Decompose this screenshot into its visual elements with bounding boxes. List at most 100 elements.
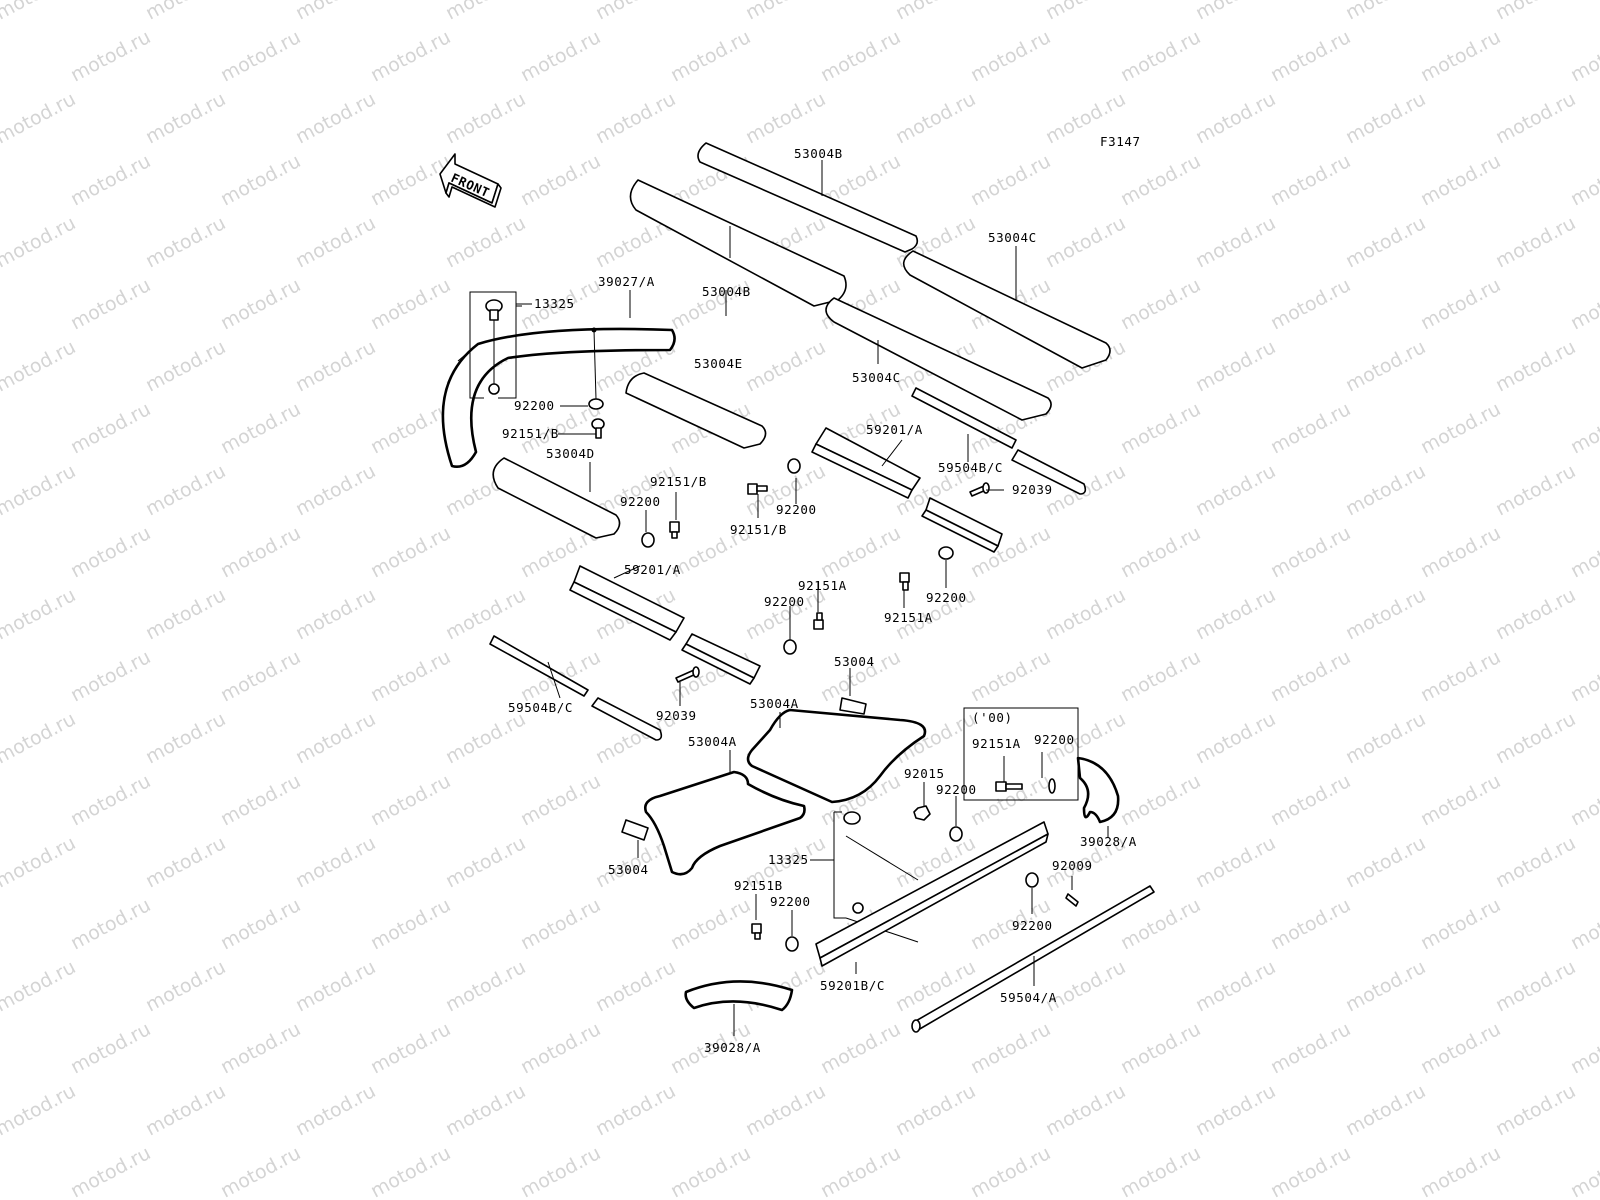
- watermark-text: motod.ru: [0, 88, 79, 148]
- watermark-text: motod.ru: [1417, 398, 1504, 458]
- label-92039-right: 92039: [1012, 482, 1053, 497]
- watermark-text: motod.ru: [1117, 274, 1204, 334]
- watermark-text: motod.ru: [67, 522, 154, 582]
- pad-53004-upper: [839, 697, 867, 715]
- bumper-39027a: [441, 327, 676, 468]
- watermark-text: motod.ru: [217, 1142, 304, 1200]
- label-59504bc-right: 59504B/C: [938, 460, 1003, 475]
- watermark-text: motod.ru: [517, 894, 604, 954]
- watermark-text: motod.ru: [1267, 398, 1354, 458]
- bolt-92151b-d: [751, 923, 762, 940]
- watermark-text: motod.ru: [817, 1018, 904, 1078]
- watermark-text: motod.ru: [1342, 88, 1429, 148]
- rail-59201bc: [815, 821, 1049, 967]
- watermark-text: motod.ru: [1267, 646, 1354, 706]
- watermark-text: motod.ru: [1417, 274, 1504, 334]
- watermark-text: motod.ru: [1417, 894, 1504, 954]
- watermark-text: motod.ru: [217, 770, 304, 830]
- bolt-92151a-b: [813, 612, 824, 630]
- watermark-text: motod.ru: [1417, 522, 1504, 582]
- watermark-text: motod.ru: [0, 956, 79, 1016]
- watermark-text: motod.ru: [967, 26, 1054, 86]
- watermark-text: motod.ru: [592, 88, 679, 148]
- watermark-text: motod.ru: [367, 398, 454, 458]
- label-92200-b: 92200: [620, 494, 661, 509]
- front-direction-arrow: FRONT: [439, 153, 502, 208]
- label-53004b-upper: 53004B: [794, 146, 843, 161]
- watermark-text: motod.ru: [142, 832, 229, 892]
- watermark-text: motod.ru: [217, 894, 304, 954]
- watermark-text: motod.ru: [1567, 1018, 1600, 1078]
- label-92015: 92015: [904, 766, 945, 781]
- leader-lines: [516, 160, 1109, 1036]
- watermark-text: motod.ru: [1492, 336, 1579, 396]
- watermark-text: motod.ru: [1492, 212, 1579, 272]
- mat-53004a-left: [644, 770, 806, 876]
- watermark-text: motod.ru: [742, 336, 829, 396]
- watermark-text: motod.ru: [367, 26, 454, 86]
- watermark-text: motod.ru: [0, 584, 79, 644]
- washer-92200-g: [1025, 872, 1039, 888]
- watermark-text: motod.ru: [292, 88, 379, 148]
- watermark-text: motod.ru: [1267, 150, 1354, 210]
- label-39028a-right: 39028/A: [1080, 834, 1137, 849]
- watermark-text: motod.ru: [442, 0, 529, 24]
- label-53004a-right: 53004A: [750, 696, 799, 711]
- mat-53004b-lower: [629, 179, 847, 307]
- watermark-text: motod.ru: [1567, 894, 1600, 954]
- watermark-text: motod.ru: [517, 1142, 604, 1200]
- nut-92015: [913, 805, 931, 821]
- rail-59504bc-left: [489, 635, 663, 741]
- pad-53004-lower: [621, 819, 649, 841]
- watermark-text: motod.ru: [67, 26, 154, 86]
- label-92151b-d: 92151B: [734, 878, 783, 893]
- watermark-text: motod.ru: [517, 26, 604, 86]
- watermark-text: motod.ru: [517, 1018, 604, 1078]
- bolt-92151b-c: [669, 521, 680, 539]
- pin-92039-left: [675, 666, 700, 683]
- watermark-text: motod.ru: [1567, 274, 1600, 334]
- label-53004e: 53004E: [694, 356, 743, 371]
- part-labels: 53004B 53004B 53004C 53004C 39027/A 1332…: [502, 146, 1137, 1055]
- watermark-text: motod.ru: [67, 274, 154, 334]
- label-59201a-right: 59201/A: [866, 422, 923, 437]
- watermark-text: motod.ru: [1042, 1080, 1129, 1140]
- bolt-set-13325-upper: [469, 291, 522, 399]
- watermark-text: motod.ru: [817, 26, 904, 86]
- watermark-text: motod.ru: [1267, 770, 1354, 830]
- watermark-text: motod.ru: [1267, 26, 1354, 86]
- watermark-text: motod.ru: [1117, 26, 1204, 86]
- mat-53004a-right: [746, 708, 927, 804]
- watermark-text: motod.ru: [142, 584, 229, 644]
- watermark-text: motod.ru: [442, 832, 529, 892]
- watermark-text: motod.ru: [1417, 26, 1504, 86]
- watermark-text: motod.ru: [1492, 956, 1579, 1016]
- watermark-text: motod.ru: [892, 956, 979, 1016]
- label-92200-g: 92200: [770, 894, 811, 909]
- bolt-92009: [1065, 893, 1079, 907]
- label-92039-left: 92039: [656, 708, 697, 723]
- label-92151b-b: 92151/B: [650, 474, 707, 489]
- watermark-text: motod.ru: [1417, 150, 1504, 210]
- watermark-text: motod.ru: [217, 26, 304, 86]
- watermark-text: motod.ru: [367, 646, 454, 706]
- watermark-text: motod.ru: [1567, 646, 1600, 706]
- watermark-text: motod.ru: [1567, 770, 1600, 830]
- watermark-text: motod.ru: [142, 88, 229, 148]
- watermark-text: motod.ru: [1342, 336, 1429, 396]
- watermark-text: motod.ru: [0, 212, 79, 272]
- watermark-text: motod.ru: [442, 88, 529, 148]
- watermark-text: motod.ru: [67, 398, 154, 458]
- label-year-00: ('00): [972, 710, 1013, 725]
- watermark-text: motod.ru: [442, 1080, 529, 1140]
- watermark-text: motod.ru: [1117, 770, 1204, 830]
- label-92151a-b: 92151A: [884, 610, 933, 625]
- watermark-text: motod.ru: [367, 894, 454, 954]
- label-53004-lower: 53004: [608, 862, 649, 877]
- washer-92200-e: [783, 639, 797, 655]
- watermark-text: motod.ru: [1267, 1142, 1354, 1200]
- watermark-text: motod.ru: [1342, 956, 1429, 1016]
- watermark-text: motod.ru: [217, 398, 304, 458]
- watermark-text: motod.ru: [742, 0, 829, 24]
- watermark-text: motod.ru: [592, 1080, 679, 1140]
